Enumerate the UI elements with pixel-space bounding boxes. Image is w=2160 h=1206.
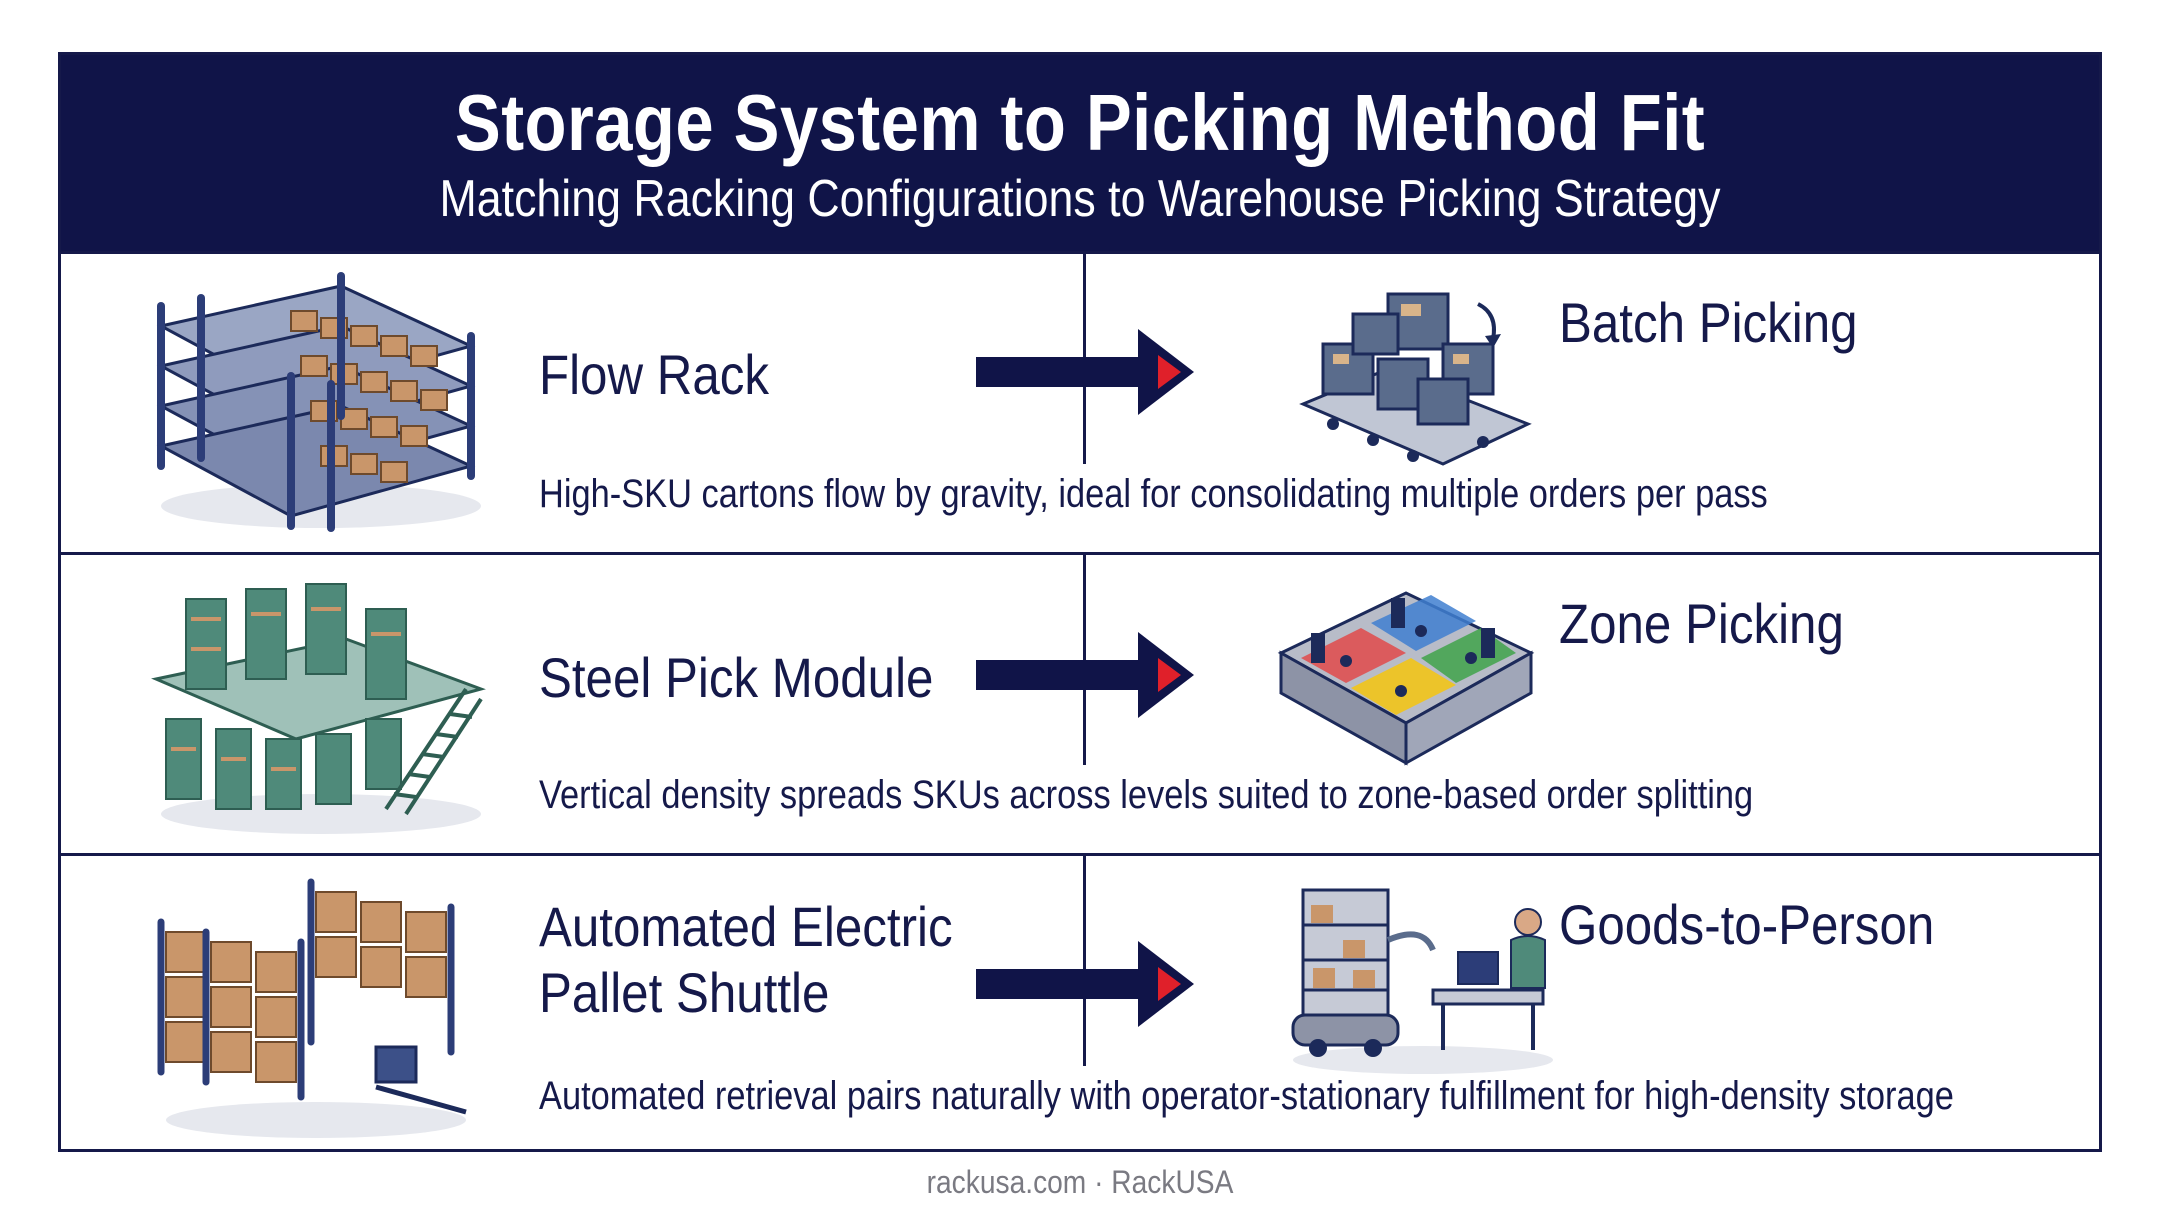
storage-system-label: Flow Rack: [539, 343, 770, 406]
goods-to-person-icon: [1291, 888, 1553, 1074]
pick-module-icon: [151, 583, 486, 834]
picking-method-label: Zone Picking: [1559, 592, 1844, 655]
fit-row-flow-rack: Flow Rack Batch Picking High-SKU cartons…: [61, 251, 2099, 552]
fit-description: High-SKU cartons flow by gravity, ideal …: [539, 472, 1768, 516]
page-title: Storage System to Picking Method Fit: [454, 78, 1706, 167]
fit-arrow-icon: [976, 329, 1194, 415]
row-divider: [1083, 856, 1086, 1066]
picking-method-label: Goods-to-Person: [1559, 893, 1935, 956]
footer-credit: rackusa.com · RackUSA: [926, 1164, 1234, 1200]
picking-method-label: Batch Picking: [1559, 291, 1858, 354]
fit-row-pallet-shuttle: Automated Electric Pallet Shuttle Goods-…: [61, 853, 2099, 1154]
fit-row-pick-module: Steel Pick Module Zone Picking Vertical …: [61, 552, 2099, 853]
zone-picking-icon: [1277, 591, 1535, 766]
fit-description: Automated retrieval pairs naturally with…: [539, 1074, 1954, 1118]
fit-arrow-icon: [976, 941, 1194, 1027]
fit-arrow-icon: [976, 632, 1194, 718]
page-subtitle: Matching Racking Configurations to Wareh…: [439, 170, 1721, 228]
storage-system-label-line1: Automated Electric: [539, 895, 953, 958]
flow-rack-icon: [156, 272, 481, 532]
infographic-frame: Storage System to Picking Method Fit Mat…: [58, 52, 2102, 1152]
batch-picking-icon: [1299, 292, 1532, 466]
storage-system-label: Steel Pick Module: [539, 646, 934, 709]
header-banner: Storage System to Picking Method Fit Mat…: [61, 55, 2099, 251]
pallet-shuttle-icon: [157, 878, 467, 1138]
storage-system-label-line2: Pallet Shuttle: [539, 961, 830, 1024]
fit-description: Vertical density spreads SKUs across lev…: [539, 773, 1754, 817]
